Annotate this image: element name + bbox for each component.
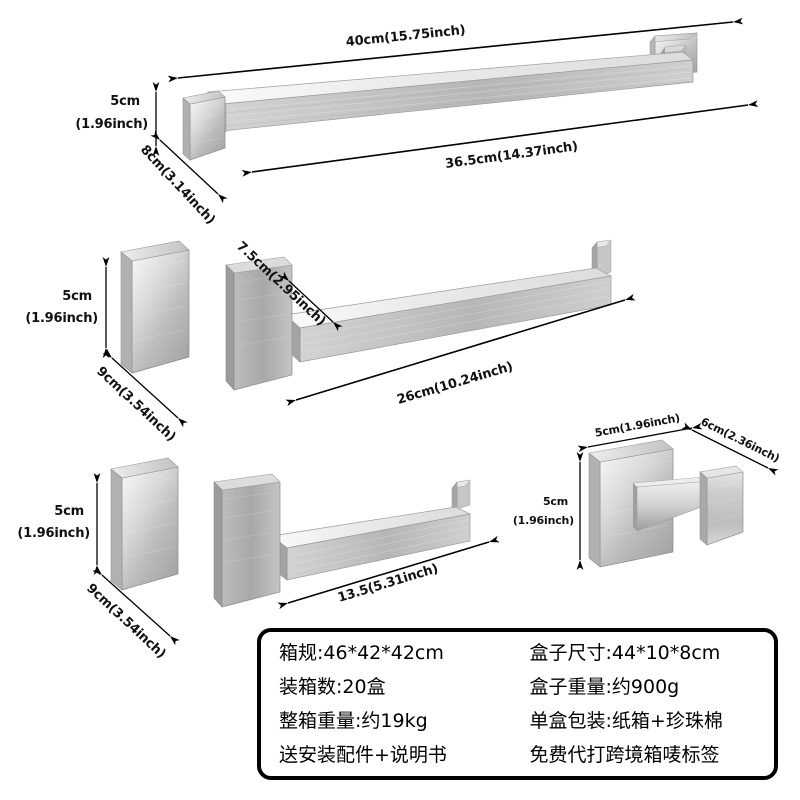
- packaging-info-box: 箱规:46*42*42cm 装箱数:20盒 整箱重量:约19kg 送安装配件+说…: [257, 628, 778, 780]
- towel-holder-rail: [284, 267, 613, 363]
- info-line-label-service: 免费代打跨境箱唛标签: [529, 744, 720, 766]
- dim-label-hook-width: 5cm(1.96inch): [594, 411, 681, 439]
- info-column-right: 盒子尺寸:44*10*8cm 盒子重量:约900g 单盒包装:纸箱+珍珠棉 免费…: [518, 636, 774, 772]
- towel-holder-plate: [120, 240, 190, 374]
- dim-label-holder-height-inch: (1.96inch): [25, 311, 98, 326]
- dim-label-holder-length: 26cm(10.24inch): [395, 359, 514, 407]
- dim-label-bar-overall: 40cm(15.75inch): [345, 23, 466, 50]
- product-toilet-paper-holder: 13.5(5.31inch) 5cm (1.96inch) 9cm(3.54in…: [17, 457, 500, 662]
- paper-holder-right-lip: [451, 479, 471, 515]
- dim-robe-hook-height: 5cm (1.96inch): [513, 452, 584, 570]
- info-line-box-size: 盒子尺寸:44*10*8cm: [529, 642, 721, 664]
- dim-label-holder-base-depth: 9cm(3.54inch): [93, 364, 178, 445]
- towel-bar-left-plate: [182, 90, 227, 161]
- robe-hook-block: [699, 465, 744, 546]
- paper-holder-rail: [271, 506, 472, 581]
- info-line-carton-weight: 整箱重量:约19kg: [279, 710, 428, 732]
- dim-label-holder-height-cm: 5cm: [62, 289, 92, 304]
- dim-label-hook-height-cm: 5cm: [543, 495, 568, 508]
- paper-holder-plate: [110, 457, 179, 591]
- info-column-left: 箱规:46*42*42cm 装箱数:20盒 整箱重量:约19kg 送安装配件+说…: [261, 636, 518, 772]
- product-towel-bar: 40cm(15.75inch) 36.5cm(14.37inch) 5cm (1…: [75, 17, 759, 228]
- robe-hook-arm: [632, 476, 710, 532]
- dim-label-paper-base-depth: 9cm(3.54inch): [83, 581, 168, 662]
- product-robe-hook: 5cm(1.96inch) 6cm(2.36inch) 5cm (1.96inc…: [513, 411, 782, 570]
- dim-label-bar-height-inch: (1.96inch): [75, 117, 148, 132]
- dim-paper-holder-height: 5cm (1.96inch): [17, 473, 101, 575]
- dim-towel-bar-height: 5cm (1.96inch): [75, 82, 160, 156]
- info-line-box-packing: 单盒包装:纸箱+珍珠棉: [529, 710, 723, 732]
- dim-label-hook-height-inch: (1.96inch): [513, 514, 574, 527]
- paper-holder-arm: [213, 473, 281, 608]
- product-towel-holder: 7.5cm(2.95inch) 26cm(10.24inch) 5cm (1.9…: [25, 239, 636, 445]
- towel-bar-rail: [207, 51, 694, 132]
- dim-label-bar-height-cm: 5cm: [110, 94, 140, 109]
- dim-robe-hook-depth: 6cm(2.36inch): [681, 415, 782, 476]
- info-line-box-weight: 盒子重量:约900g: [529, 676, 680, 698]
- dim-label-paper-height-inch: (1.96inch): [17, 526, 90, 541]
- dim-label-paper-height-cm: 5cm: [54, 504, 84, 519]
- info-line-carton-qty: 装箱数:20盒: [279, 676, 386, 698]
- dim-towel-holder-height: 5cm (1.96inch): [25, 257, 110, 358]
- dim-robe-hook-width: 5cm(1.96inch): [577, 411, 703, 453]
- dim-label-bar-depth: 8cm(3.14inch): [137, 142, 218, 227]
- info-line-carton-size: 箱规:46*42*42cm: [279, 642, 444, 664]
- info-line-accessories: 送安装配件+说明书: [279, 744, 447, 766]
